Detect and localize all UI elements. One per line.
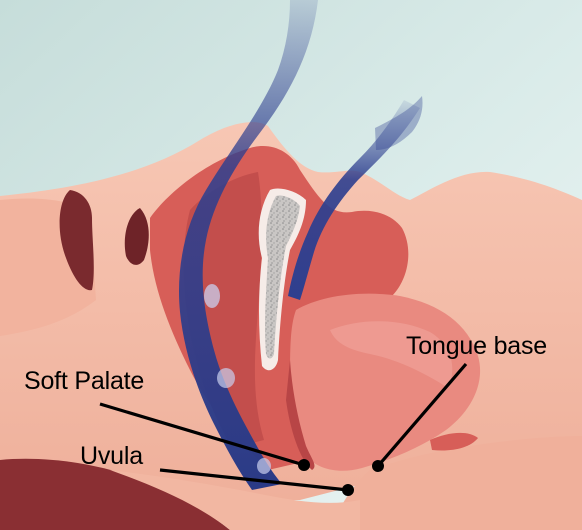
label-soft-palate: Soft Palate	[24, 369, 144, 394]
pointer-dot-soft-palate	[298, 459, 310, 471]
pointer-dot-uvula	[342, 484, 354, 496]
pointer-dot-tongue-base	[372, 460, 384, 472]
air-bubble	[217, 368, 235, 388]
air-bubble	[257, 458, 271, 474]
label-tongue-base: Tongue base	[406, 334, 547, 359]
air-bubble	[204, 284, 220, 308]
label-uvula: Uvula	[80, 444, 143, 469]
